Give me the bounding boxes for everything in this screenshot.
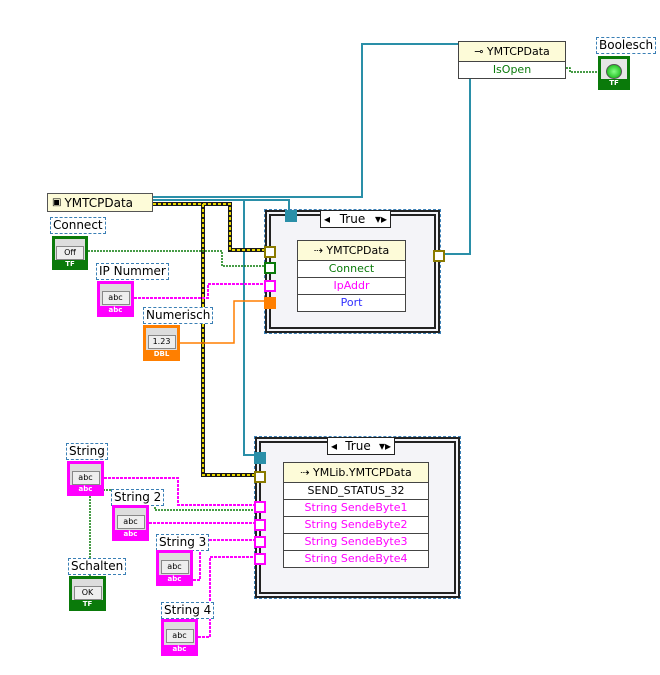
property-sendebyte3[interactable]: String SendeByte3 <box>284 534 428 551</box>
wire-ref-top <box>153 43 458 198</box>
string1-control[interactable]: abc abc <box>67 461 104 496</box>
schalten-control[interactable]: OK TF <box>69 576 106 611</box>
led-icon <box>606 64 622 79</box>
dropdown-icon[interactable]: ▾▸ <box>374 212 387 226</box>
class-icon: ▣ <box>52 197 62 208</box>
ip-control[interactable]: abc abc <box>97 281 134 317</box>
tunnel-string4 <box>254 553 266 565</box>
tunnel-ref-2 <box>254 452 266 464</box>
wire-string1 <box>104 477 283 506</box>
string2-control[interactable]: abc abc <box>112 505 149 541</box>
ip-label: IP Nummer <box>96 263 169 280</box>
key-icon: ⊸ <box>474 45 487 58</box>
tunnel-ip <box>264 280 276 292</box>
wire-ip <box>134 283 298 299</box>
tunnel-port <box>264 297 276 309</box>
tunnel-cluster <box>264 246 276 258</box>
dropdown-icon[interactable]: ▾▸ <box>378 439 391 453</box>
property-node-case1[interactable]: ⇢ YMTCPData Connect IpAddr Port <box>297 240 406 312</box>
string1-label: String <box>66 443 108 460</box>
connect-label: Connect <box>50 217 106 234</box>
tunnel-connect <box>264 262 276 274</box>
string4-control[interactable]: abc abc <box>161 619 198 656</box>
numerisch-label: Numerisch <box>143 307 214 324</box>
connect-control[interactable]: Off TF <box>52 236 88 270</box>
property-sendebyte4[interactable]: String SendeByte4 <box>304 552 408 565</box>
case-selector-2[interactable]: ◂ True ▾▸ <box>327 437 395 455</box>
arrow-icon: ⇢ <box>300 466 313 479</box>
property-isopen[interactable]: IsOpen <box>492 63 532 76</box>
wire-ref-down <box>243 200 258 456</box>
property-node-case2[interactable]: ⇢ YMLib.YMTCPData SEND_STATUS_32 String … <box>283 462 429 568</box>
property-send-status[interactable]: SEND_STATUS_32 <box>284 483 428 500</box>
tunnel-string1 <box>254 501 266 513</box>
bundle-node[interactable]: ▣ YMTCPData <box>47 193 153 212</box>
tunnel-cluster-2 <box>254 471 266 483</box>
tunnel-ref <box>285 210 297 222</box>
property-port[interactable]: Port <box>340 296 363 309</box>
string3-control[interactable]: abc abc <box>156 550 193 586</box>
property-node-top[interactable]: ⊸ YMTCPData IsOpen <box>458 41 566 79</box>
property-ipaddr[interactable]: IpAddr <box>298 278 405 295</box>
property-sendebyte1[interactable]: String SendeByte1 <box>284 500 428 517</box>
prev-case-icon[interactable]: ◂ <box>324 212 331 226</box>
tunnel-string3 <box>254 536 266 548</box>
tunnel-out <box>433 250 445 262</box>
boolesch-label: Boolesch <box>596 37 657 54</box>
property-connect[interactable]: Connect <box>298 261 405 278</box>
case-selector-1[interactable]: ◂ True ▾▸ <box>320 210 391 228</box>
wire-ref-case1-out <box>440 70 471 255</box>
numerisch-control[interactable]: 1.23 DBL <box>143 325 180 361</box>
arrow-icon: ⇢ <box>313 244 327 257</box>
schalten-label: Schalten <box>68 558 127 575</box>
string2-label: String 2 <box>111 489 165 506</box>
wire-string4 <box>198 556 283 638</box>
string4-label: String 4 <box>161 602 215 619</box>
string3-label: String 3 <box>156 534 210 551</box>
wire-cluster-case2 <box>202 204 283 476</box>
tunnel-string2 <box>254 519 266 531</box>
prev-case-icon[interactable]: ◂ <box>331 439 338 453</box>
property-sendebyte2[interactable]: String SendeByte2 <box>284 517 428 534</box>
boolesch-indicator: TF <box>598 56 630 90</box>
wire-connect <box>88 250 267 267</box>
wire-string3 <box>193 539 283 581</box>
